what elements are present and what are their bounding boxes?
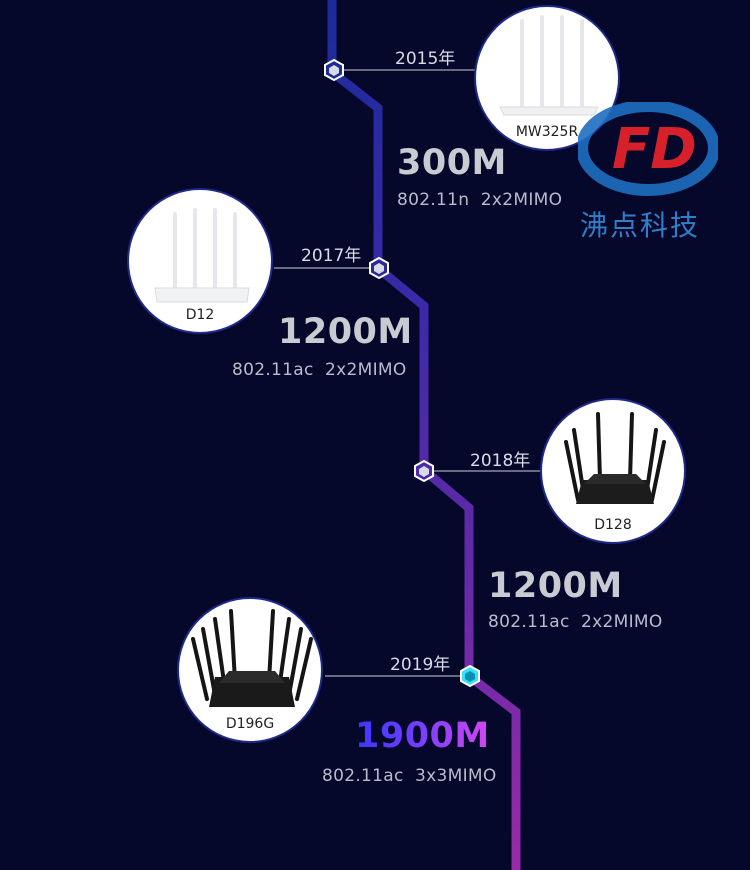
product-model-label: MW325R <box>515 124 579 140</box>
year-label-2019: 2019年 <box>390 655 451 675</box>
logo-letters: FD <box>612 117 697 182</box>
product-card-d196g: D196G <box>177 597 323 743</box>
spec-label-2019: 802.11ac 3x3MIMO <box>322 766 497 786</box>
timeline-node-2015 <box>324 58 344 82</box>
speed-label-2018: 1200M <box>488 566 623 606</box>
spec-label-2018: 802.11ac 2x2MIMO <box>488 612 663 632</box>
watermark-text: 沸点科技 <box>580 209 701 242</box>
product-card-d12: D12 <box>127 188 273 334</box>
timeline-node-2017 <box>369 256 389 280</box>
timeline-node-2018 <box>414 459 434 483</box>
spec-label-2015: 802.11n 2x2MIMO <box>397 190 563 210</box>
product-model-label: D196G <box>225 716 275 732</box>
product-model-label: D12 <box>185 307 215 323</box>
router-image-black <box>191 609 313 707</box>
router-image-white <box>154 208 250 303</box>
speed-label-2017: 1200M <box>278 312 413 352</box>
timeline-node-2019 <box>460 664 480 688</box>
speed-label-2019: 1900M <box>355 716 490 756</box>
product-card-d128: D128 <box>540 398 686 544</box>
year-label-2017: 2017年 <box>301 246 362 266</box>
speed-label-2015: 300M <box>397 143 507 183</box>
watermark-logo: FD <box>578 102 718 196</box>
year-label-2015: 2015年 <box>395 49 456 69</box>
year-label-2018: 2018年 <box>470 451 531 471</box>
router-image-black <box>564 412 666 504</box>
product-model-label: D128 <box>594 517 632 533</box>
router-image-white <box>499 15 599 116</box>
spec-label-2017: 802.11ac 2x2MIMO <box>232 360 407 380</box>
